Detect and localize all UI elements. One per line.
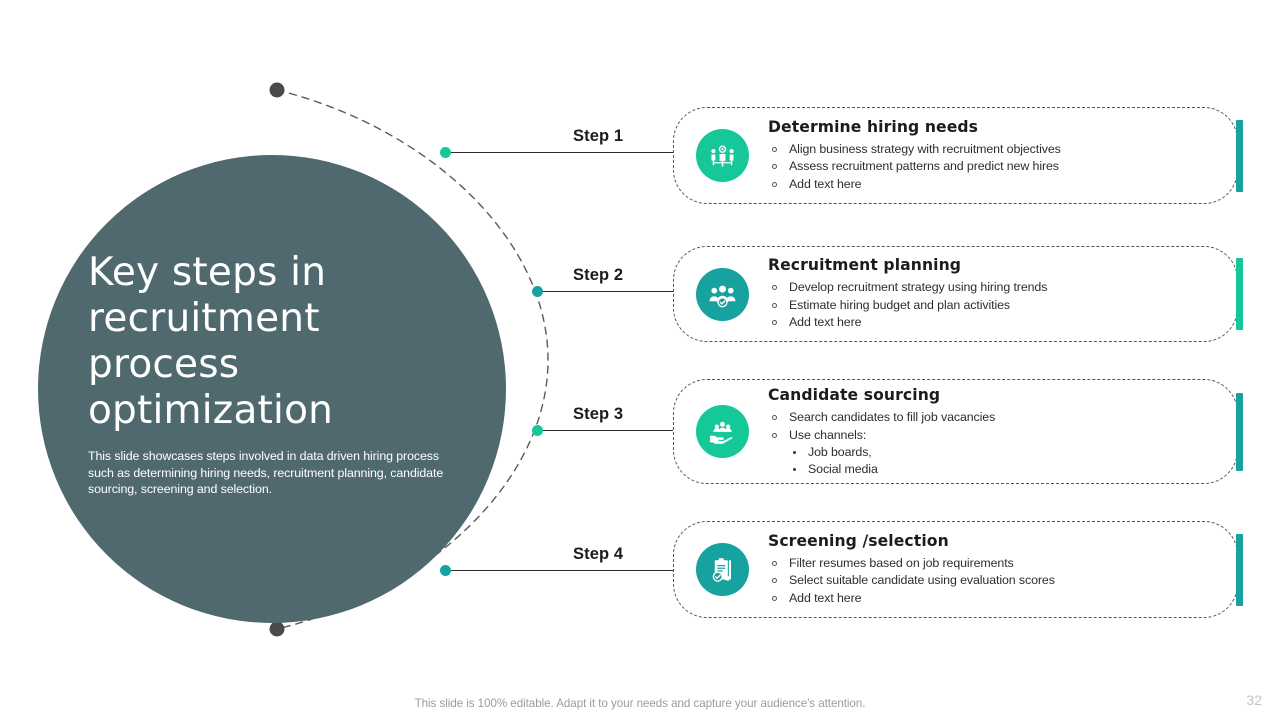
bullet-item: Select suitable candidate using evaluati…	[768, 572, 1197, 590]
connector-dot-1	[439, 146, 451, 158]
page-title: Key steps in recruitment process optimiz…	[88, 250, 334, 433]
step-label-1: Step 1	[573, 127, 624, 145]
page-subtitle: This slide showcases steps involved in d…	[88, 449, 444, 496]
connector-line-4	[445, 570, 680, 571]
step-card-2[interactable]: Recruitment planning Develop recruitment…	[673, 246, 1243, 342]
bullet-item: Add text here	[768, 590, 1197, 608]
card-accent-bar-1	[1236, 119, 1243, 192]
step-label-2: Step 2	[573, 266, 624, 284]
connector-line-1	[445, 152, 680, 153]
connector-dot-3	[531, 424, 543, 436]
subbullet-item: Social media	[768, 461, 1197, 478]
card-title-3: Candidate sourcing	[768, 386, 941, 404]
step-label-3: Step 3	[573, 405, 624, 423]
arc-endpoint-top-dot	[269, 82, 285, 98]
bullet-item: Search candidates to fill job vacancies	[768, 409, 1197, 427]
card-accent-bar-3	[1236, 392, 1243, 471]
card-bullets-1: Align business strategy with recruitment…	[768, 141, 1197, 194]
bullet-item: Develop recruitment strategy using hirin…	[768, 279, 1197, 297]
card-title-4: Screening /selection	[768, 531, 949, 550]
connector-line-3	[537, 430, 680, 431]
step-card-1[interactable]: Determine hiring needs Align business st…	[673, 107, 1243, 204]
people-target-icon	[696, 129, 749, 182]
clipboard-check-thumbsup-icon	[696, 543, 749, 596]
page-number: 32	[1246, 692, 1262, 708]
connector-line-2	[537, 291, 680, 292]
card-accent-bar-4	[1236, 533, 1243, 606]
bullet-item: Use channels:	[768, 427, 1197, 445]
step-label-4: Step 4	[573, 545, 624, 563]
card-bullets-4: Filter resumes based on job requirements…	[768, 555, 1197, 608]
card-bullets-2: Develop recruitment strategy using hirin…	[768, 279, 1197, 332]
step-card-4[interactable]: Screening /selection Filter resumes base…	[673, 521, 1243, 618]
hero-circle	[38, 155, 506, 623]
bullet-item: Add text here	[768, 176, 1197, 194]
hand-holding-people-icon	[696, 405, 749, 458]
bullet-item: Add text here	[768, 314, 1197, 332]
bullet-item: Assess recruitment patterns and predict …	[768, 158, 1197, 176]
bullet-item: Estimate hiring budget and plan activiti…	[768, 297, 1197, 315]
people-group-check-icon	[696, 267, 749, 321]
bullet-item: Align business strategy with recruitment…	[768, 141, 1197, 159]
footer-note: This slide is 100% editable. Adapt it to…	[414, 697, 866, 710]
card-bullets-3: Search candidates to fill job vacancies …	[768, 409, 1197, 444]
card-title-1: Determine hiring needs	[768, 117, 979, 136]
connector-dot-2	[531, 285, 543, 297]
bullet-item: Filter resumes based on job requirements	[768, 555, 1197, 573]
arc-endpoint-bottom-dot	[269, 621, 285, 637]
arc-path	[276, 89, 549, 630]
connector-dot-4	[439, 564, 451, 576]
card-accent-bar-2	[1236, 258, 1243, 330]
card-subbullets-3: Job boards, Social media	[768, 444, 1197, 477]
card-title-2: Recruitment planning	[768, 256, 962, 275]
hero-text-block: Key steps in recruitment process optimiz…	[88, 250, 460, 498]
step-card-3[interactable]: Candidate sourcing Search candidates to …	[673, 379, 1243, 484]
subbullet-item: Job boards,	[768, 444, 1197, 461]
